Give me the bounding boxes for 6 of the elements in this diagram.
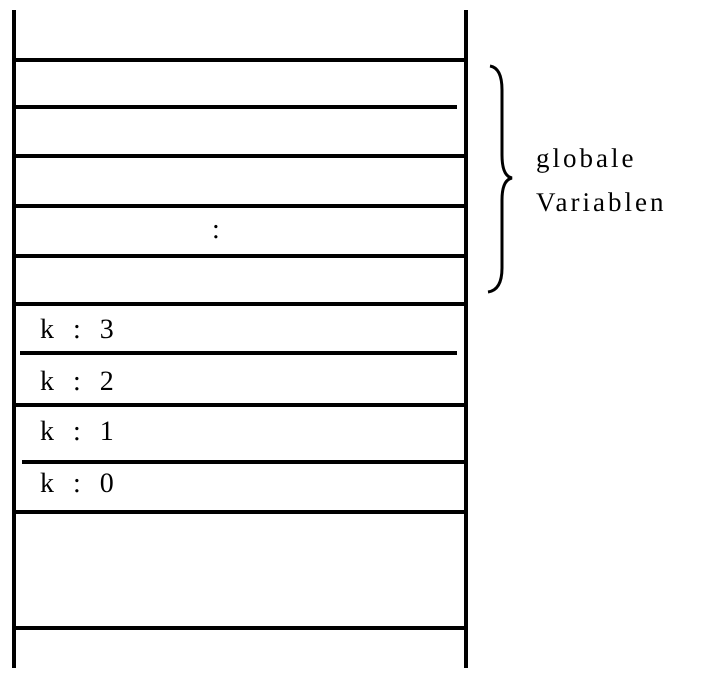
variable-label: k : 0 bbox=[40, 468, 120, 500]
variable-label: k : 3 bbox=[40, 314, 120, 346]
annotation-text: globale Variablen bbox=[536, 142, 668, 219]
variable-label: k : 1 bbox=[40, 416, 120, 448]
ellipsis: : bbox=[212, 214, 226, 246]
variable-label: k : 2 bbox=[40, 366, 120, 398]
